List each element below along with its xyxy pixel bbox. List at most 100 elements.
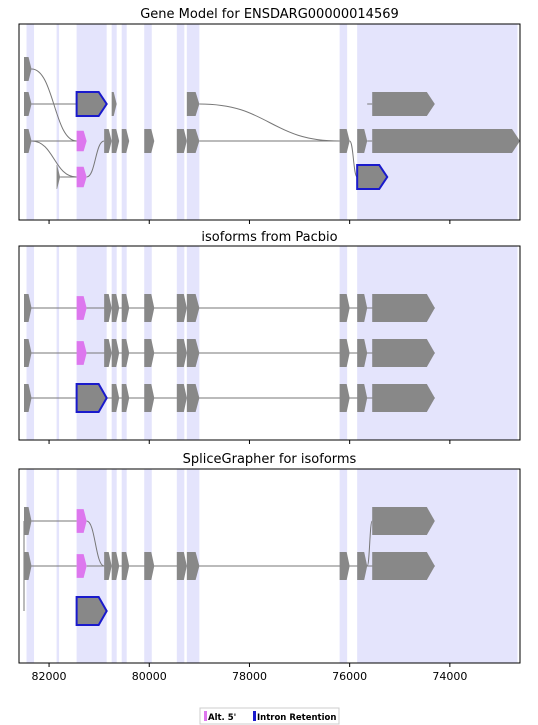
intron-line bbox=[349, 140, 358, 178]
exon-intron-retention bbox=[75, 91, 108, 117]
exon-exon bbox=[339, 552, 350, 580]
exon-exon bbox=[144, 294, 155, 322]
exon-exon bbox=[104, 339, 112, 367]
exon-exon bbox=[121, 294, 130, 322]
x-tick-label: 82000 bbox=[32, 670, 67, 683]
exon-exon bbox=[176, 552, 187, 580]
exon-exon bbox=[24, 57, 32, 81]
x-tick-label: 78000 bbox=[232, 670, 267, 683]
exon-alt5 bbox=[76, 166, 87, 188]
panel-frame bbox=[18, 468, 521, 664]
highlight-region bbox=[186, 24, 200, 220]
highlight-region bbox=[56, 24, 60, 220]
panel-frame bbox=[18, 23, 521, 221]
exon-exon bbox=[121, 552, 130, 580]
exon-alt5 bbox=[76, 509, 87, 533]
panel-pacbio: isoforms from Pacbio bbox=[18, 230, 521, 444]
exon-exon bbox=[339, 384, 350, 412]
exon-exon bbox=[339, 129, 350, 153]
exon-alt5 bbox=[76, 554, 87, 578]
exon-exon bbox=[111, 339, 120, 367]
panel-title: isoforms from Pacbio bbox=[201, 230, 337, 245]
highlight-region bbox=[76, 24, 107, 220]
exon-exon bbox=[144, 384, 155, 412]
exon-exon bbox=[372, 384, 435, 412]
exon-exon bbox=[104, 129, 112, 153]
exon-exon bbox=[144, 552, 155, 580]
intron-line bbox=[31, 68, 77, 142]
exon-exon bbox=[339, 339, 350, 367]
highlight-region bbox=[26, 246, 35, 440]
exon-intron-retention bbox=[75, 596, 108, 626]
exon-exon bbox=[24, 552, 32, 580]
exon-exon bbox=[24, 129, 32, 153]
legend-label-intron-retention: Intron Retention bbox=[257, 713, 336, 723]
exon-exon bbox=[372, 552, 435, 580]
highlight-region bbox=[26, 24, 35, 220]
exon-exon bbox=[372, 339, 435, 367]
panel-title: Gene Model for ENSDARG00000014569 bbox=[140, 7, 399, 22]
exon-exon bbox=[24, 92, 32, 116]
exon-exon bbox=[357, 552, 368, 580]
x-tick-label: 76000 bbox=[332, 670, 367, 683]
exon-exon bbox=[111, 92, 117, 116]
exon-exon bbox=[104, 552, 112, 580]
exon-exon bbox=[186, 129, 200, 153]
highlight-region bbox=[357, 24, 518, 220]
exon-alt5 bbox=[76, 341, 87, 365]
intron-line bbox=[86, 520, 105, 567]
exon-exon bbox=[104, 294, 112, 322]
exon-exon bbox=[24, 339, 32, 367]
exon-exon bbox=[121, 129, 130, 153]
exon-exon bbox=[24, 507, 32, 535]
exon-exon bbox=[176, 339, 187, 367]
exon-exon bbox=[186, 294, 200, 322]
exon-exon bbox=[144, 129, 155, 153]
exon-exon bbox=[372, 129, 520, 153]
exon-intron-retention bbox=[356, 164, 389, 190]
exon-exon bbox=[186, 339, 200, 367]
exon-exon bbox=[176, 294, 187, 322]
exon-exon bbox=[357, 384, 368, 412]
exon-exon bbox=[372, 92, 435, 116]
highlight-region bbox=[121, 24, 127, 220]
exon-exon bbox=[24, 294, 32, 322]
legend-label-alt5: Alt. 5' bbox=[208, 713, 236, 723]
intron-line bbox=[31, 140, 77, 178]
exon-exon bbox=[111, 129, 120, 153]
highlight-region bbox=[144, 24, 152, 220]
exon-exon bbox=[111, 294, 120, 322]
exon-exon bbox=[121, 339, 130, 367]
intron-line bbox=[86, 140, 105, 178]
x-tick-label: 74000 bbox=[432, 670, 467, 683]
exon-exon bbox=[186, 384, 200, 412]
exon-exon bbox=[24, 384, 32, 412]
legend-swatch-alt5 bbox=[204, 711, 207, 721]
exon-exon bbox=[357, 294, 368, 322]
highlight-region bbox=[339, 24, 348, 220]
exon-exon bbox=[357, 129, 368, 153]
highlight-region bbox=[56, 246, 60, 440]
panel-frame bbox=[18, 245, 521, 441]
exon-exon bbox=[357, 339, 368, 367]
exon-exon bbox=[56, 165, 61, 189]
highlight-region bbox=[176, 24, 185, 220]
exon-exon bbox=[176, 384, 187, 412]
exon-exon bbox=[186, 552, 200, 580]
exon-exon bbox=[372, 507, 435, 535]
intron-line bbox=[199, 103, 340, 142]
exon-intron-retention bbox=[75, 383, 108, 413]
legend-swatch-intron-retention bbox=[253, 711, 256, 721]
legend-frame bbox=[199, 707, 340, 725]
highlight-region bbox=[111, 24, 117, 220]
exon-alt5 bbox=[76, 130, 87, 152]
exon-exon bbox=[111, 552, 120, 580]
panel-title: SpliceGrapher for isoforms bbox=[183, 452, 357, 467]
exon-alt5 bbox=[76, 296, 87, 320]
panel-splicegrapher: SpliceGrapher for isoforms 82000 80000 7800… bbox=[18, 452, 521, 683]
x-tick-label: 80000 bbox=[132, 670, 167, 683]
panels-group: Gene Model for ENSDARG00000014569 isoform… bbox=[18, 7, 521, 683]
exon-exon bbox=[111, 384, 120, 412]
exon-exon bbox=[372, 294, 435, 322]
